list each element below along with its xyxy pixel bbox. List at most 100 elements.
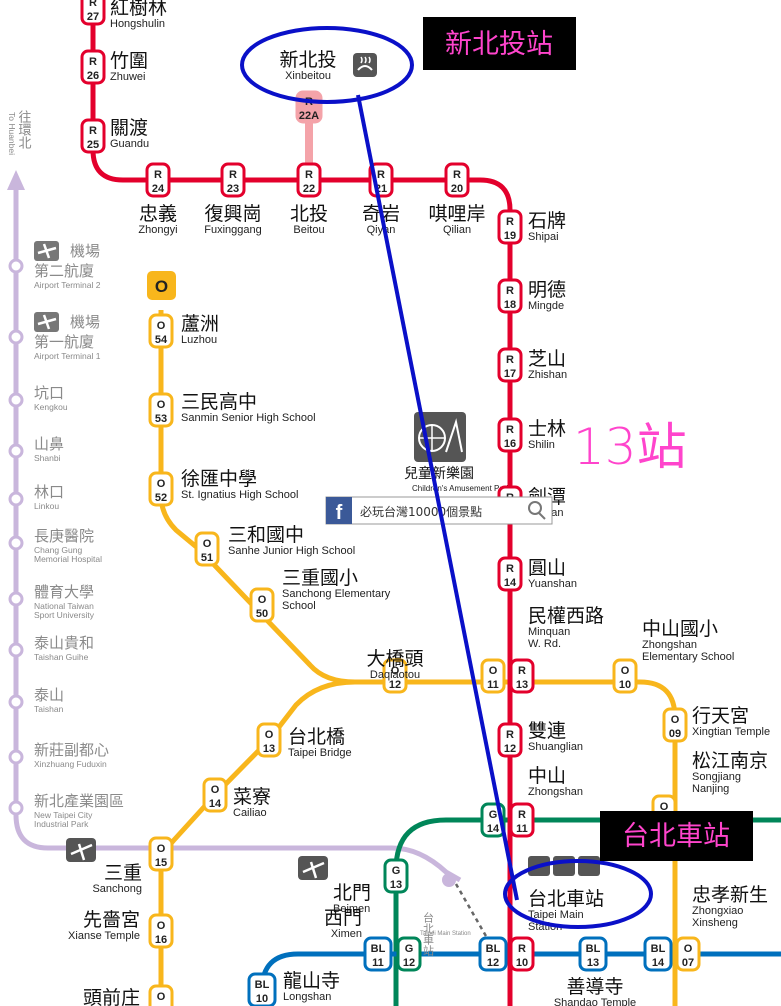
station-marker[interactable]	[296, 162, 322, 198]
station-code-r25[interactable]: R25	[80, 118, 106, 154]
station-code-r10[interactable]: R10	[509, 936, 535, 972]
station-code-r19[interactable]: R19	[497, 209, 523, 245]
station-code-o17[interactable]: O17	[148, 984, 174, 1006]
station-code-o50[interactable]: O50	[249, 587, 275, 623]
poi-label-zh: 兒童新樂園	[404, 465, 474, 482]
station-code-r18[interactable]: R18	[497, 278, 523, 314]
airport-station-marker[interactable]	[8, 443, 24, 459]
station-code-r17[interactable]: R17	[497, 347, 523, 383]
station-marker[interactable]	[194, 531, 220, 567]
station-name-zh: 徐匯中學	[181, 468, 257, 490]
station-marker[interactable]	[363, 936, 393, 972]
station-marker[interactable]	[148, 836, 174, 872]
station-code-number: 07	[682, 957, 694, 969]
station-code-o51[interactable]: O51	[194, 531, 220, 567]
station-marker[interactable]	[202, 777, 228, 813]
station-marker[interactable]	[478, 936, 508, 972]
airport-station-marker[interactable]	[8, 591, 24, 607]
station-marker[interactable]	[148, 313, 174, 349]
station-code-r11[interactable]: R11	[509, 802, 535, 838]
station-name-en-2: Xinsheng	[692, 917, 738, 929]
station-marker[interactable]	[148, 913, 174, 949]
station-code-o12[interactable]: O12	[382, 658, 408, 694]
station-marker[interactable]	[80, 49, 106, 85]
station-code-o13[interactable]: O13	[256, 722, 282, 758]
station-marker[interactable]	[497, 209, 523, 245]
station-code-o54[interactable]: O54	[148, 313, 174, 349]
station-code-r16[interactable]: R16	[497, 417, 523, 453]
airport-station-marker[interactable]	[8, 800, 24, 816]
airport-station-marker[interactable]	[8, 749, 24, 765]
station-code-line: O	[621, 665, 630, 677]
station-marker[interactable]	[612, 658, 638, 694]
station-marker[interactable]	[382, 658, 408, 694]
station-marker[interactable]	[578, 936, 608, 972]
station-marker[interactable]	[497, 278, 523, 314]
station-code-o14[interactable]: O14	[202, 777, 228, 813]
station-marker[interactable]	[220, 162, 246, 198]
station-code-o52[interactable]: O52	[148, 471, 174, 507]
station-marker[interactable]	[509, 936, 535, 972]
airport-station-marker[interactable]	[8, 535, 24, 551]
station-marker[interactable]	[497, 347, 523, 383]
station-code-r13[interactable]: R13	[509, 658, 535, 694]
station-marker[interactable]	[509, 658, 535, 694]
station-marker[interactable]	[80, 118, 106, 154]
airport-station-marker[interactable]	[8, 392, 24, 408]
airport-station-marker[interactable]	[8, 491, 24, 507]
station-marker[interactable]	[148, 471, 174, 507]
station-marker[interactable]	[444, 162, 470, 198]
station-marker[interactable]	[497, 722, 523, 758]
airport-station-marker[interactable]	[8, 258, 24, 274]
station-code-r27[interactable]: R27	[80, 0, 106, 26]
station-code-o10[interactable]: O10	[612, 658, 638, 694]
station-code-number: 10	[256, 993, 268, 1005]
station-marker[interactable]	[148, 392, 174, 428]
station-code-r12[interactable]: R12	[497, 722, 523, 758]
airport-station-name-zh: 體育大學	[34, 583, 94, 601]
station-code-o11[interactable]: O11	[480, 658, 506, 694]
station-marker[interactable]	[662, 707, 688, 743]
station-code-r20[interactable]: R20	[444, 162, 470, 198]
station-marker[interactable]	[675, 936, 701, 972]
station-marker[interactable]	[396, 936, 422, 972]
station-name-zh: 菜寮	[233, 786, 271, 808]
station-code-number: 54	[155, 334, 168, 346]
station-code-g12[interactable]: G12	[396, 936, 422, 972]
station-marker[interactable]	[145, 162, 171, 198]
search-icon[interactable]	[528, 501, 542, 515]
station-code-g13[interactable]: G13	[383, 858, 409, 894]
station-code-r26[interactable]: R26	[80, 49, 106, 85]
station-code-o15[interactable]: O15	[148, 836, 174, 872]
station-marker[interactable]	[148, 984, 174, 1006]
station-code-o53[interactable]: O53	[148, 392, 174, 428]
station-code-o16[interactable]: O16	[148, 913, 174, 949]
station-marker[interactable]	[480, 658, 506, 694]
station-marker[interactable]	[497, 417, 523, 453]
station-code-r22[interactable]: R22	[296, 162, 322, 198]
station-marker[interactable]	[247, 972, 277, 1006]
station-code-o07[interactable]: O07	[675, 936, 701, 972]
airport-station-marker[interactable]	[8, 694, 24, 710]
station-code-line: R	[377, 169, 385, 181]
airport-station-marker[interactable]	[8, 642, 24, 658]
station-marker[interactable]	[509, 802, 535, 838]
station-marker[interactable]	[497, 556, 523, 592]
station-marker[interactable]	[256, 722, 282, 758]
station-code-r14[interactable]: R14	[497, 556, 523, 592]
station-code-o09[interactable]: O09	[662, 707, 688, 743]
station-marker[interactable]	[249, 587, 275, 623]
airport-station-marker[interactable]	[8, 329, 24, 345]
station-marker[interactable]	[80, 0, 106, 26]
station-code-r23[interactable]: R23	[220, 162, 246, 198]
station-marker[interactable]	[643, 936, 673, 972]
station-marker[interactable]	[383, 858, 409, 894]
station-code-r24[interactable]: R24	[145, 162, 171, 198]
